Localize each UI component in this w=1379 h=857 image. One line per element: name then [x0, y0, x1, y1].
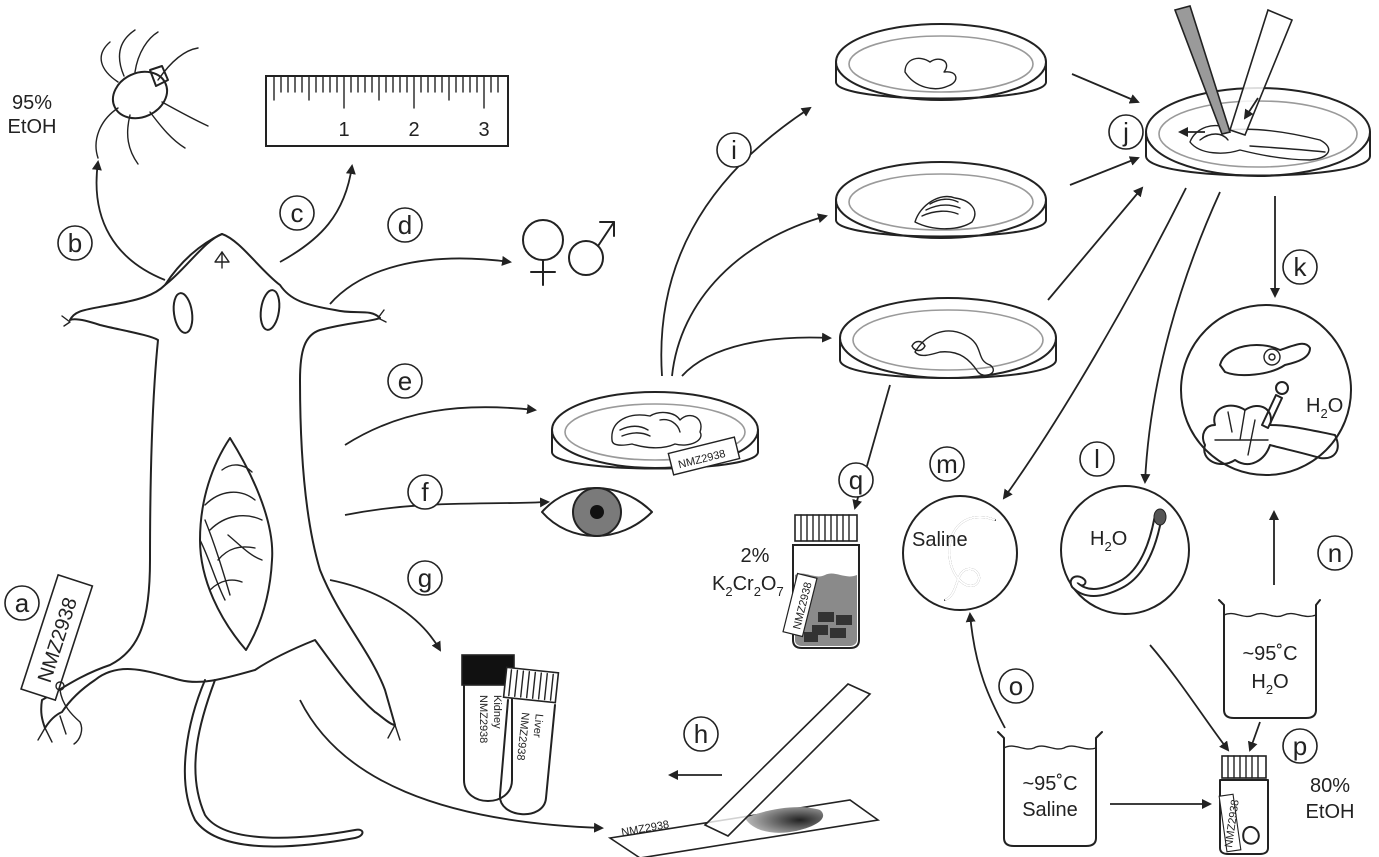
water-k-label: H2O: [1306, 395, 1343, 421]
tube-kidney-label: Kidney: [491, 695, 503, 729]
ethanol-80-pct: 80%: [1310, 775, 1350, 797]
step-labels: a b c d e f g h i j k l m n o p q: [4, 114, 1353, 764]
tube-kidney-id: NMZ2938: [477, 695, 489, 743]
label-f: f: [407, 474, 443, 510]
label-n: n: [1317, 535, 1353, 571]
label-m: m: [929, 446, 965, 482]
label-a: a: [4, 585, 40, 621]
svg-text:o: o: [1009, 671, 1023, 701]
sex-symbols: [522, 219, 615, 286]
tube-liver-id: NMZ2938: [514, 712, 531, 761]
label-l: l: [1079, 441, 1115, 477]
label-p: p: [1282, 728, 1318, 764]
hot-saline-beaker: [997, 731, 1103, 847]
label-h: h: [683, 716, 719, 752]
svg-text:p: p: [1293, 731, 1307, 761]
svg-text:m: m: [936, 449, 958, 479]
tick-illustration: [95, 29, 209, 165]
ruler: 1 2 3: [265, 75, 509, 147]
label-q: q: [838, 462, 874, 498]
main-dissection-dish: NMZ2938: [551, 391, 759, 476]
svg-text:l: l: [1094, 444, 1100, 474]
svg-text:f: f: [421, 477, 429, 507]
water-circle: [1060, 485, 1190, 615]
svg-text:d: d: [398, 210, 412, 240]
label-g: g: [407, 560, 443, 596]
water-circle-k: [1180, 304, 1352, 476]
svg-text:h: h: [694, 719, 708, 749]
ruler-tick-2: 2: [408, 119, 419, 141]
label-o: o: [998, 668, 1034, 704]
label-b: b: [57, 225, 93, 261]
ethanol-95-pct: 95%: [12, 92, 52, 114]
rodent-illustration: [37, 233, 401, 848]
ruler-tick-1: 1: [338, 119, 349, 141]
svg-text:a: a: [15, 588, 30, 618]
ruler-tick-3: 3: [478, 119, 489, 141]
beaker-saline-temp: ~95˚C: [1022, 773, 1077, 795]
flow-arrows: [91, 73, 1280, 833]
eye-illustration: [541, 487, 653, 537]
water-circle-label: H2O: [1090, 528, 1127, 554]
beaker-water-label: H2O: [1251, 671, 1288, 697]
label-j: j: [1108, 114, 1144, 150]
label-c: c: [279, 195, 315, 231]
svg-text:b: b: [68, 228, 82, 258]
ethanol-80-name: EtOH: [1306, 801, 1355, 823]
label-d: d: [387, 207, 423, 243]
dichromate-pct: 2%: [741, 545, 770, 567]
tissue-tubes: NMZ2938 Kidney NMZ2938 Liver: [461, 654, 560, 816]
saline-circle: [902, 495, 1018, 611]
ethanol-vial: NMZ2938: [1218, 755, 1269, 855]
intestine-dish: [1145, 5, 1371, 177]
organ-dish-2: [835, 161, 1047, 239]
hot-water-beaker: [1218, 599, 1321, 719]
beaker-water-temp: ~95˚C: [1242, 643, 1297, 665]
blood-smear-slides: NMZ2938: [607, 683, 881, 857]
organ-dish-1: [835, 23, 1047, 101]
svg-text:k: k: [1294, 252, 1308, 282]
dichromate-formula: K2Cr2O7: [712, 573, 784, 599]
dichromate-jar: NMZ2938: [782, 514, 860, 649]
svg-text:i: i: [731, 135, 737, 165]
svg-text:g: g: [418, 563, 432, 593]
label-k: k: [1282, 249, 1318, 285]
beaker-saline-label: Saline: [1022, 799, 1078, 821]
svg-text:n: n: [1328, 538, 1342, 568]
tube-liver-label: Liver: [530, 713, 544, 738]
label-i: i: [716, 132, 752, 168]
organ-dish-3: [839, 297, 1057, 379]
saline-circle-label: Saline: [912, 529, 968, 551]
svg-text:q: q: [849, 465, 863, 495]
svg-text:j: j: [1122, 117, 1129, 147]
svg-text:c: c: [291, 198, 304, 228]
label-e: e: [387, 363, 423, 399]
ethanol-95-name: EtOH: [8, 116, 57, 138]
svg-text:e: e: [398, 366, 412, 396]
